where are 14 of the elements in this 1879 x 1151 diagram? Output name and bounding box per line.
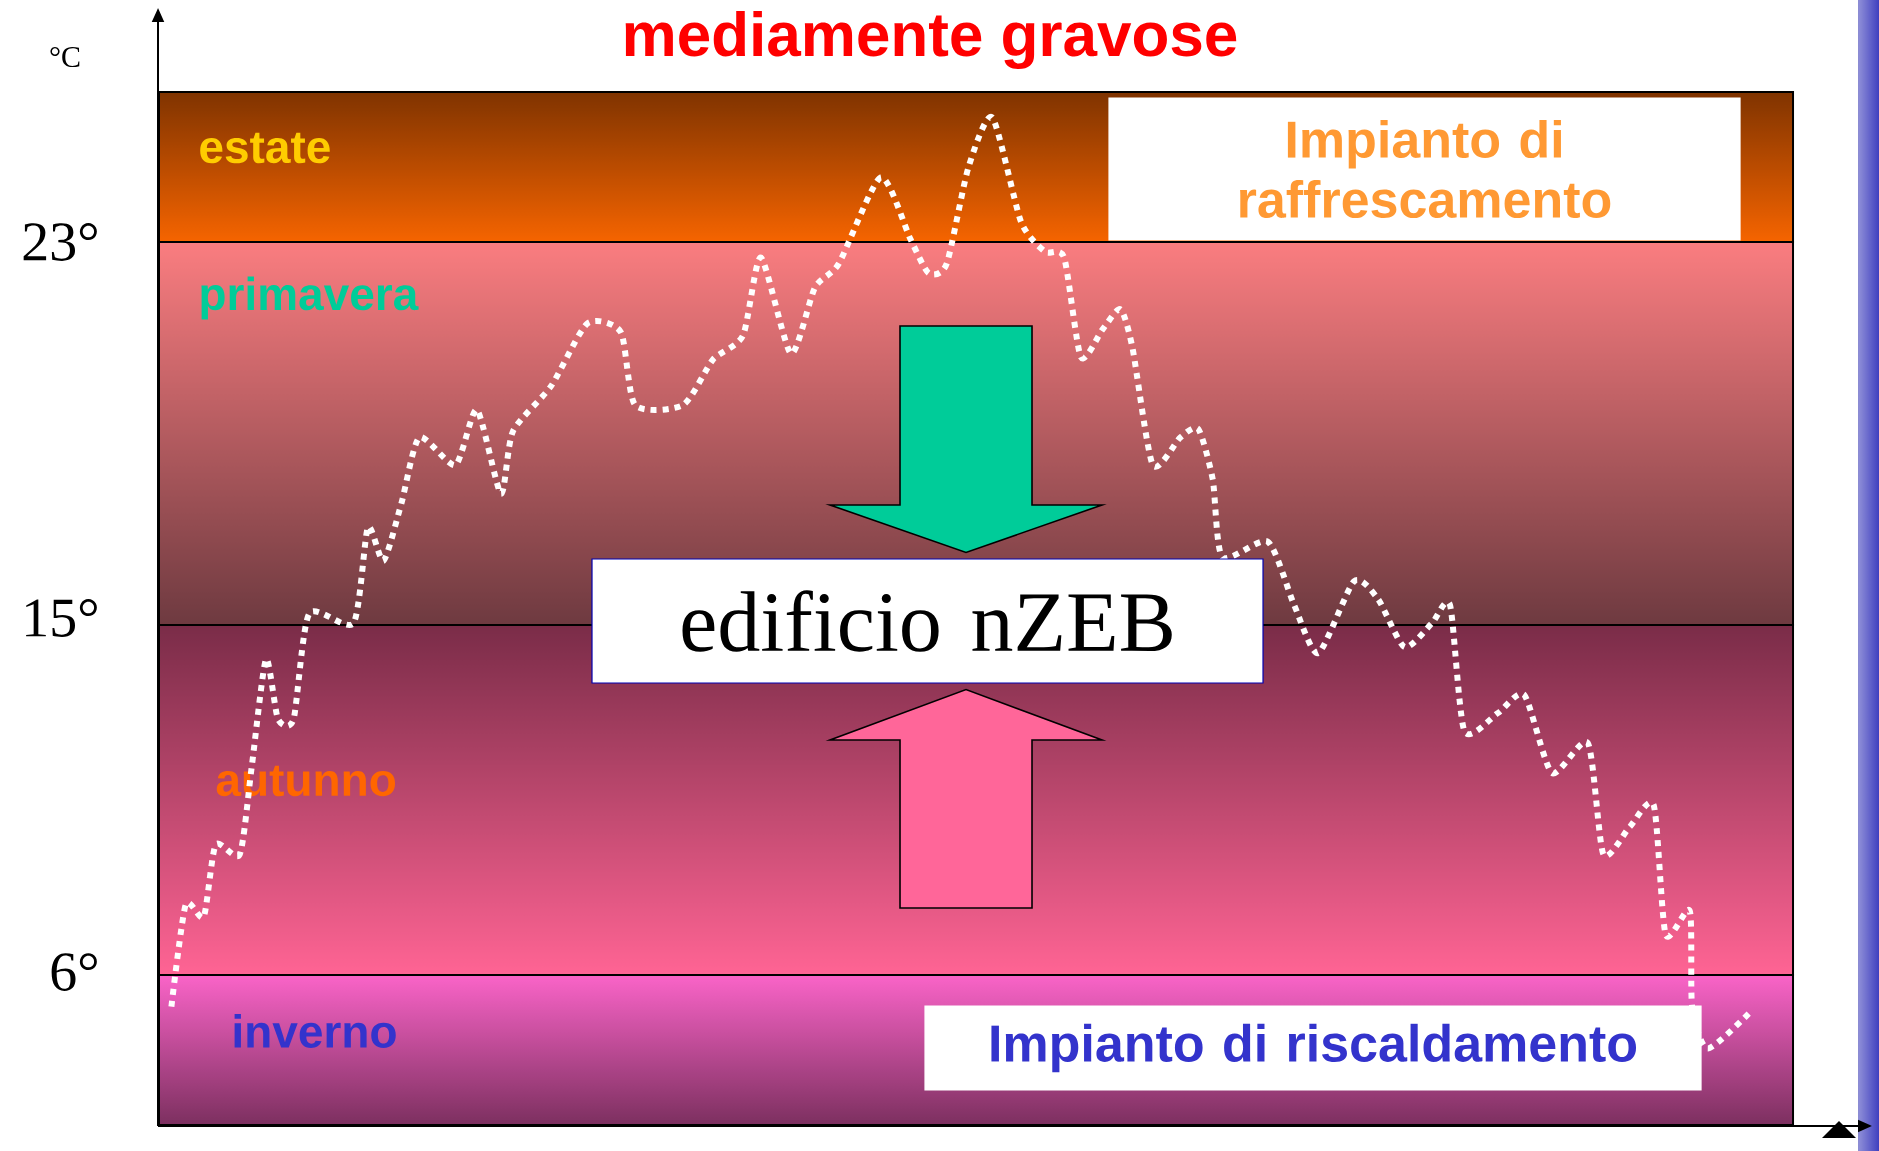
season-label: estate bbox=[200, 132, 330, 164]
title: mediamente gravose bbox=[625, 10, 1237, 70]
system-box: Impianto di riscaldamento bbox=[924, 1005, 1702, 1091]
building-box: edificio nZEB bbox=[591, 558, 1264, 684]
tick-label: 15° bbox=[26, 599, 97, 637]
season-label: primavera bbox=[201, 276, 419, 320]
season-label: autunno bbox=[216, 765, 396, 797]
tick-label: 23° bbox=[23, 223, 97, 261]
tick-label: 6° bbox=[51, 953, 97, 991]
unit-label: °C bbox=[50, 46, 80, 68]
system-box: Impianto di raffrescamento bbox=[1108, 97, 1741, 241]
block-arrow bbox=[825, 325, 1107, 554]
block-arrow bbox=[825, 688, 1107, 909]
season-label: inverno bbox=[234, 1014, 396, 1048]
